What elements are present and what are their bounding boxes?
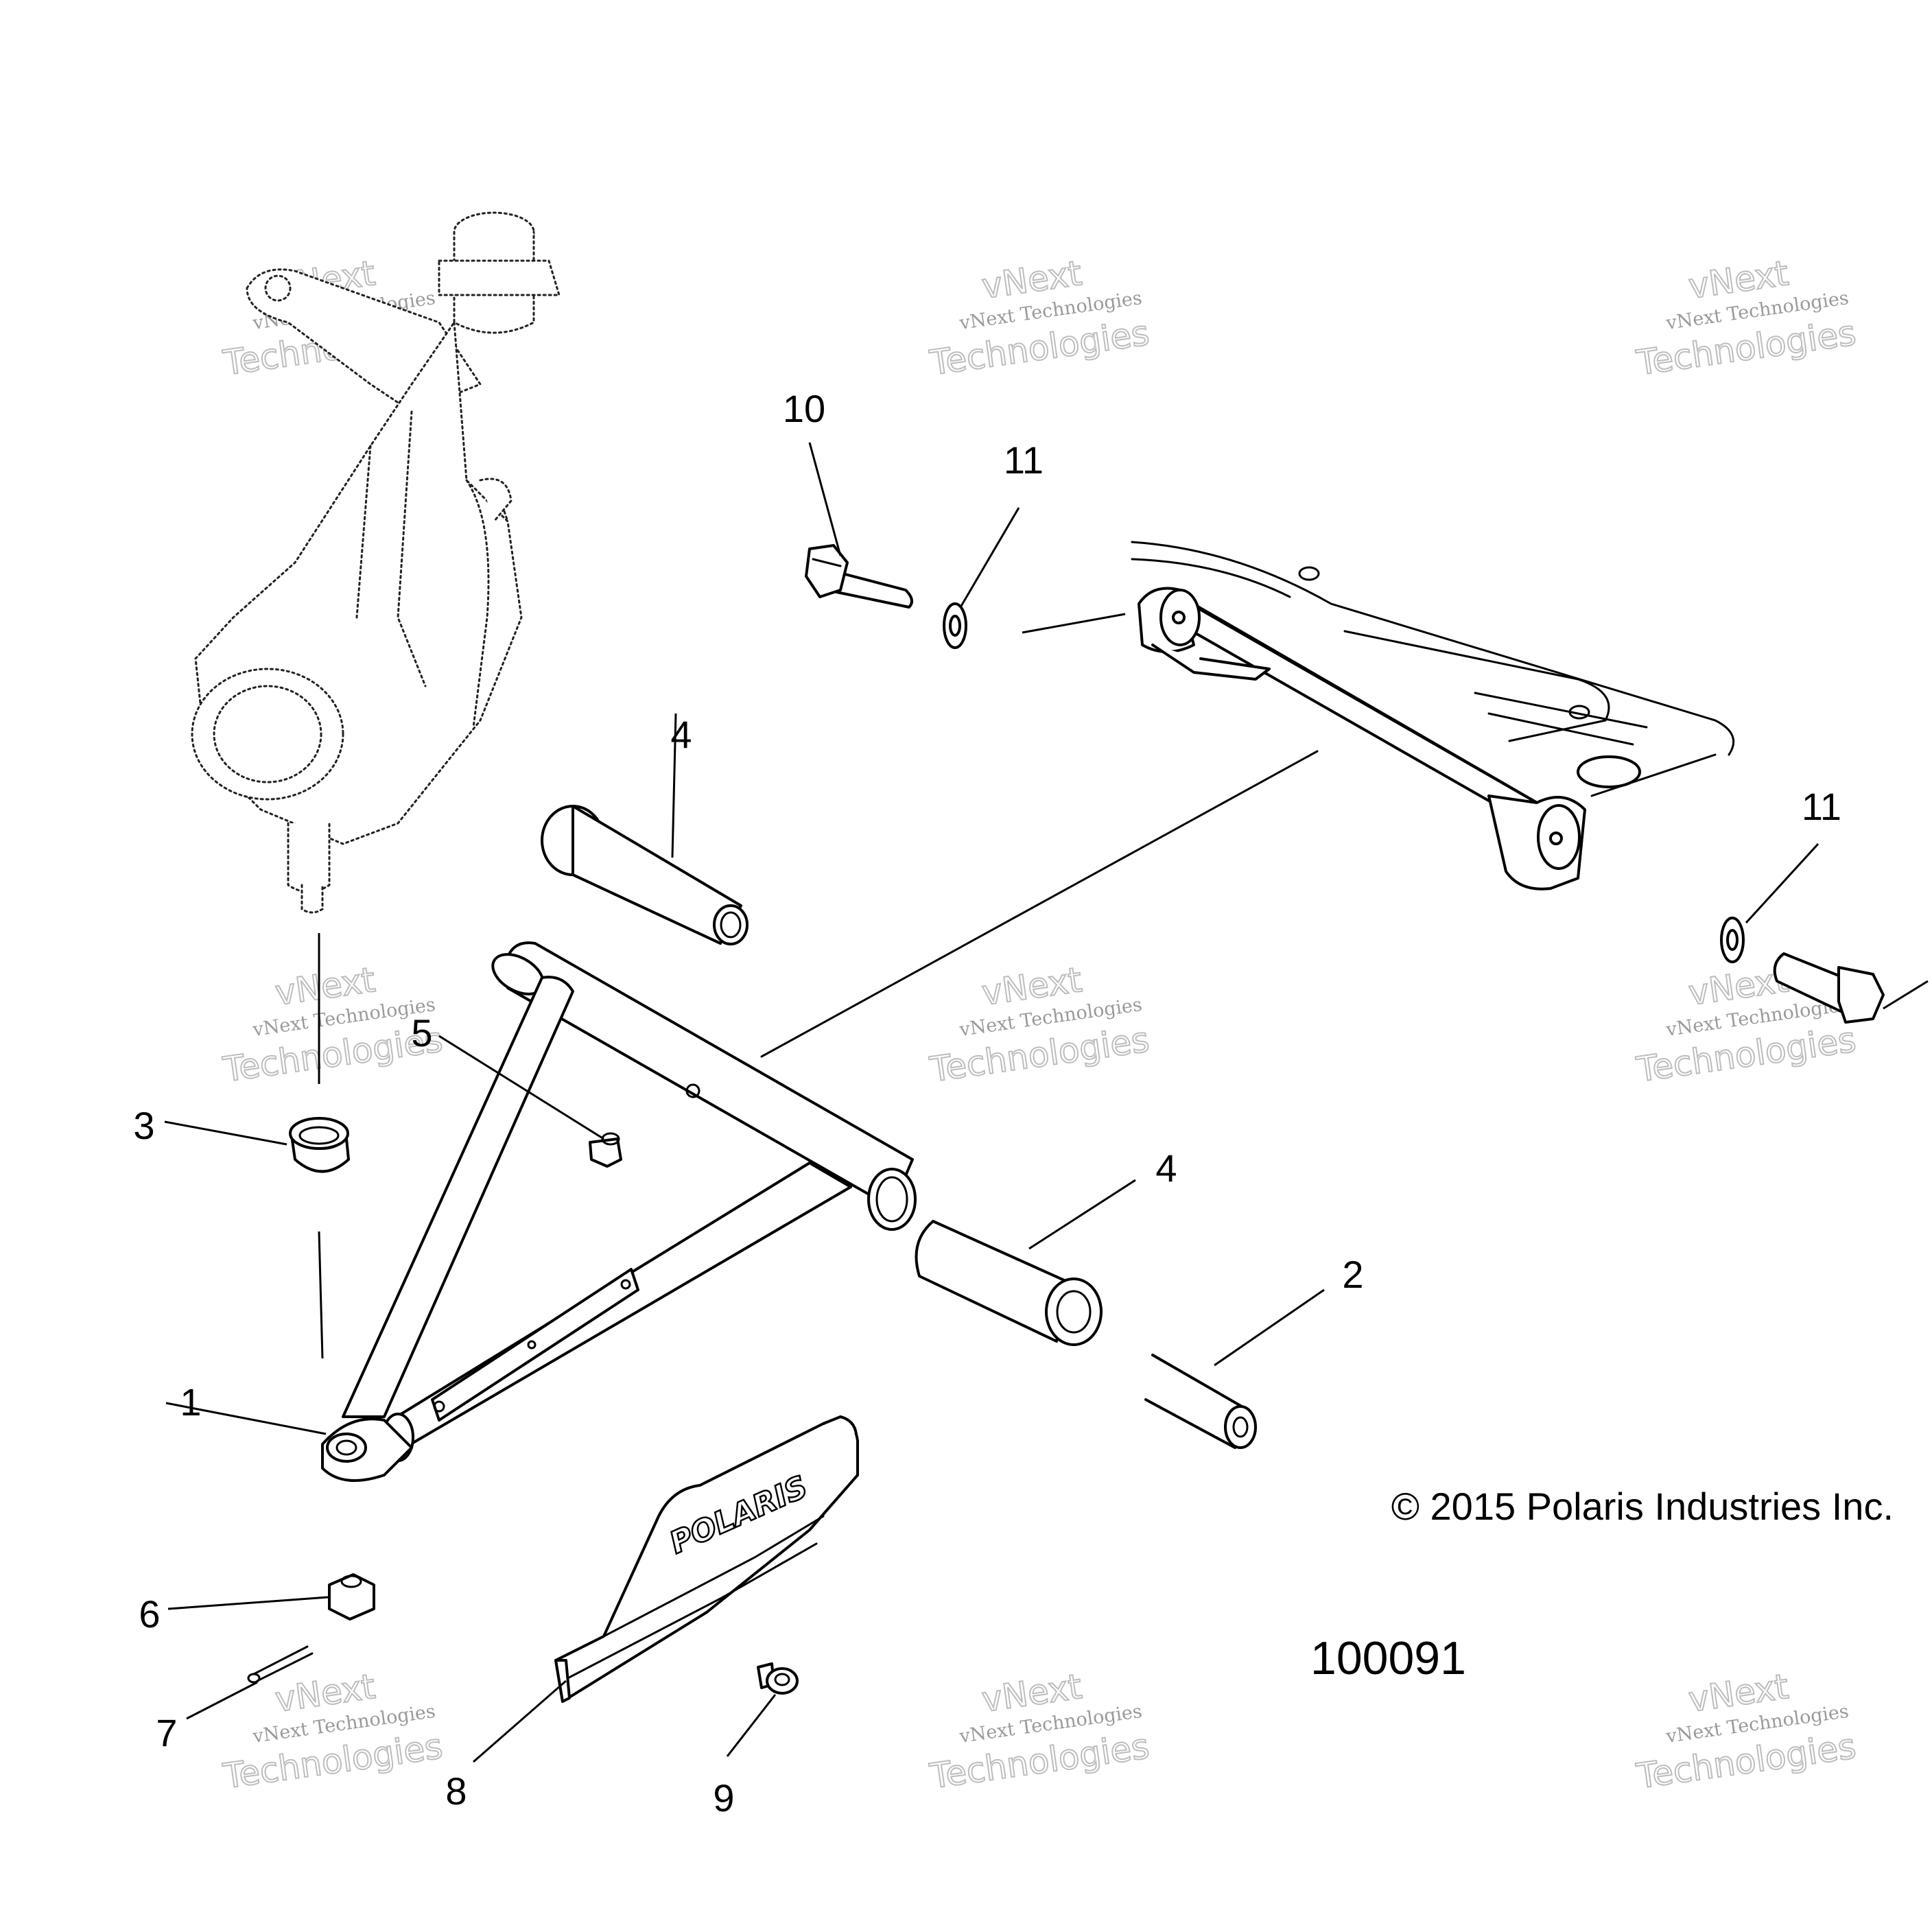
part-6-nut bbox=[328, 1573, 375, 1621]
part-11-bolt-right bbox=[1773, 952, 1885, 1024]
leader-lines bbox=[164, 442, 1929, 1763]
leader-2 bbox=[1214, 1288, 1325, 1367]
watermark-bottom-right: vNext vNext Technologies Technologies bbox=[1633, 1666, 1859, 1797]
part-8-guard bbox=[554, 1415, 859, 1703]
leader-11a bbox=[959, 507, 1020, 608]
watermarks: vNext vNext Technologies Technologies vN… bbox=[220, 252, 1859, 1797]
leader-3 bbox=[164, 1120, 287, 1146]
part-5-grease-fitting bbox=[589, 1132, 622, 1168]
part-4-bushing-upper bbox=[541, 805, 749, 945]
leader-10 bbox=[808, 442, 842, 556]
callout-7: 7 bbox=[156, 1711, 177, 1754]
frame-bracket bbox=[760, 541, 1735, 1058]
callout-8: 8 bbox=[445, 1769, 467, 1813]
leader-7 bbox=[186, 1681, 258, 1720]
leader-4b bbox=[1028, 1179, 1136, 1250]
part-4-bushing-lower bbox=[915, 1220, 1103, 1346]
part-9-screw bbox=[757, 1662, 799, 1695]
callout-6: 6 bbox=[139, 1592, 160, 1636]
boot-to-arm-line bbox=[318, 1231, 324, 1359]
callout-3: 3 bbox=[133, 1104, 154, 1147]
drawing-number: 100091 bbox=[1310, 1632, 1466, 1684]
callout-4-upper: 4 bbox=[670, 713, 692, 756]
leader-9 bbox=[726, 1694, 777, 1757]
callout-1: 1 bbox=[180, 1380, 201, 1424]
leader-6 bbox=[167, 1596, 329, 1610]
leader-4a bbox=[671, 713, 677, 858]
callout-4-lower: 4 bbox=[1155, 1146, 1177, 1190]
steering-knuckle bbox=[191, 211, 561, 914]
copyright-text: © 2015 Polaris Industries Inc. bbox=[1391, 1485, 1894, 1528]
part-2-pivot-sleeve bbox=[1144, 1354, 1257, 1449]
part-7-cotter-pin bbox=[247, 1645, 314, 1684]
watermark-middle-center: vNext vNext Technologies Technologies bbox=[926, 959, 1152, 1090]
leader-11b-bolt bbox=[1883, 980, 1929, 1010]
callout-9: 9 bbox=[713, 1776, 734, 1819]
watermark-top-center: vNext vNext Technologies Technologies bbox=[926, 252, 1152, 384]
callout-11-upper: 11 bbox=[1004, 438, 1044, 482]
watermark-top-right: vNext vNext Technologies Technologies bbox=[1633, 252, 1859, 384]
watermark-middle-left: vNext vNext Technologies Technologies bbox=[220, 959, 445, 1090]
callout-11-lower: 11 bbox=[1802, 785, 1841, 828]
callouts: 1 2 3 4 4 5 6 7 8 9 10 11 11 bbox=[133, 387, 1841, 1819]
part-11-washer-lower bbox=[1720, 917, 1745, 963]
leader-5 bbox=[438, 1035, 604, 1140]
callout-5: 5 bbox=[411, 1011, 432, 1055]
part-1-a-arm bbox=[321, 941, 917, 1482]
leader-1 bbox=[165, 1402, 327, 1435]
part-10-bolt bbox=[805, 544, 913, 609]
watermark-bottom-center: vNext vNext Technologies Technologies bbox=[926, 1666, 1152, 1797]
leader-8 bbox=[473, 1680, 567, 1763]
callout-10: 10 bbox=[783, 387, 825, 430]
leader-washer-to-frame bbox=[1022, 613, 1126, 634]
watermark-bottom-left: vNext vNext Technologies Technologies bbox=[220, 1666, 445, 1797]
part-3-boot bbox=[289, 1117, 350, 1173]
part-11-washer-upper bbox=[943, 602, 967, 649]
callout-2: 2 bbox=[1342, 1253, 1363, 1296]
leader-11b bbox=[1745, 843, 1819, 924]
